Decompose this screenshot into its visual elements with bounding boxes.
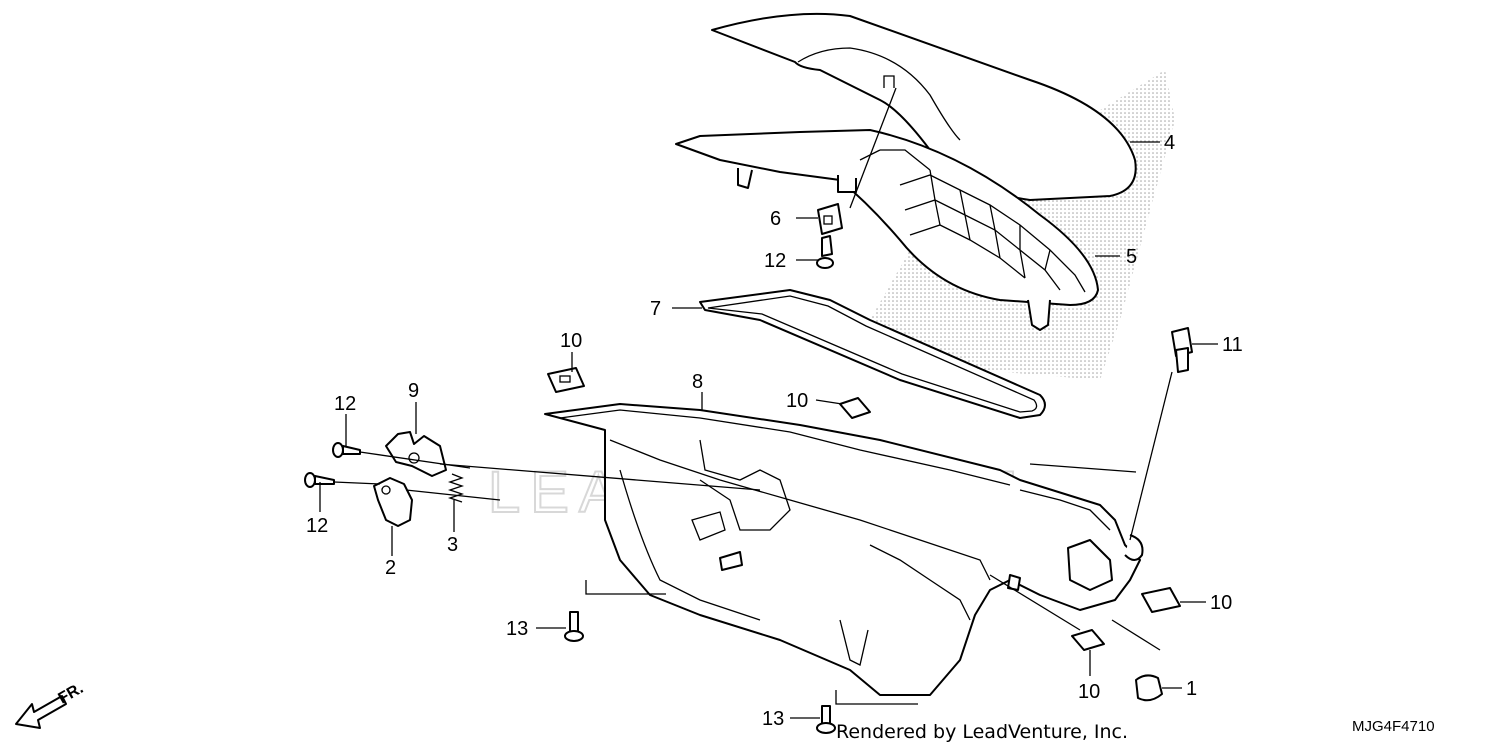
- label-10-d: 10: [1078, 681, 1100, 703]
- screw-part-12-upper: [816, 235, 834, 269]
- label-10-c: 10: [1210, 592, 1232, 614]
- reference-lines: [333, 87, 1173, 705]
- seat-cover-part: [711, 12, 1137, 201]
- front-indicator: FR.: [15, 680, 86, 729]
- label-3: 3: [447, 534, 458, 556]
- label-12-upper: 12: [764, 250, 786, 272]
- label-4: 4: [1164, 132, 1175, 154]
- storage-box-part: [544, 403, 1144, 696]
- label-2: 2: [385, 557, 396, 579]
- diagram-code: MJG4F4710: [1352, 718, 1435, 735]
- seat-inner-panel-part: [675, 129, 1099, 331]
- grommet-part-1: [1135, 674, 1163, 702]
- spring-part-3: [447, 473, 465, 503]
- label-7: 7: [650, 298, 661, 320]
- label-9: 9: [408, 380, 419, 402]
- bolt-part-11: [1171, 327, 1193, 373]
- label-5: 5: [1126, 246, 1137, 268]
- latch-plate-part-9: [385, 431, 447, 477]
- screw-part-13-bottom: [816, 705, 836, 734]
- label-13-left: 13: [506, 618, 528, 640]
- credit-text: Rendered by LeadVenture, Inc.: [836, 721, 1128, 743]
- clip-part-10-a: [547, 367, 585, 393]
- label-11: 11: [1222, 334, 1243, 356]
- screw-part-13-left: [564, 611, 584, 642]
- front-arrow-icon: [15, 695, 67, 729]
- label-10-a: 10: [560, 330, 582, 352]
- label-8: 8: [692, 371, 703, 393]
- screw-part-12-left-upper: [332, 442, 361, 458]
- latch-bracket-part-2: [373, 477, 413, 527]
- seal-part-7: [699, 289, 1046, 419]
- label-13-bottom: 13: [762, 708, 784, 730]
- label-12-left-upper: 12: [334, 393, 356, 415]
- label-12-left-lower: 12: [306, 515, 328, 537]
- label-6: 6: [770, 208, 781, 230]
- clip-part-10-b: [839, 397, 871, 419]
- label-leaders: [319, 141, 1218, 719]
- label-10-b: 10: [786, 390, 808, 412]
- label-1: 1: [1186, 678, 1197, 700]
- clip-part-6: [817, 203, 843, 235]
- clip-part-10-c: [1141, 587, 1181, 613]
- clip-part-10-d: [1071, 629, 1105, 651]
